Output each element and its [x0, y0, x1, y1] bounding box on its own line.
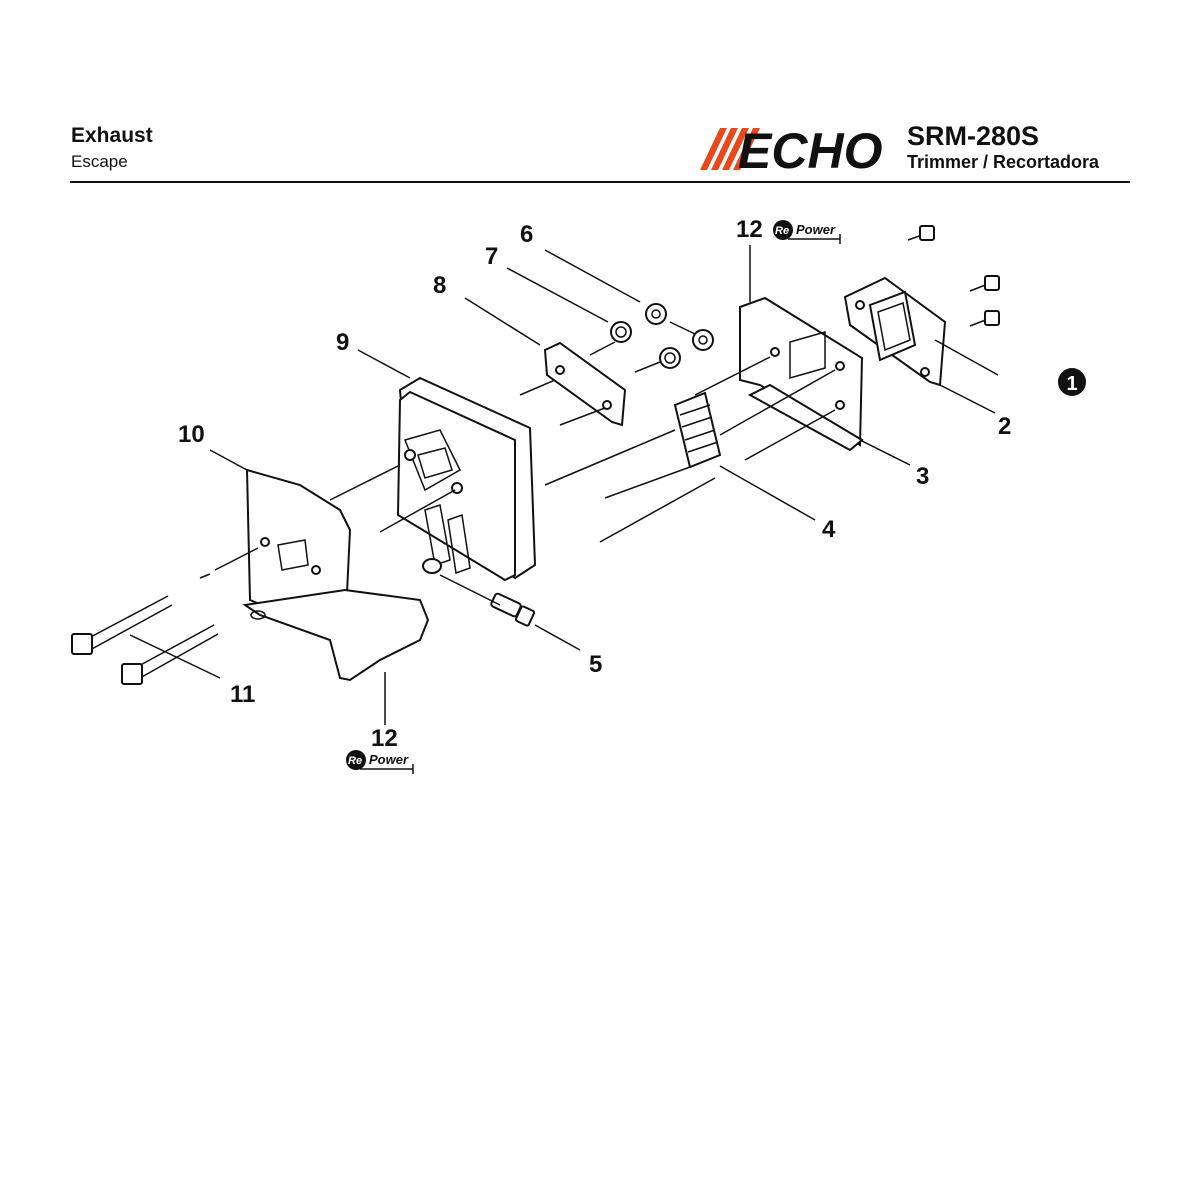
- page-subtitle: Escape: [71, 152, 128, 171]
- echo-logo: ECHO: [700, 123, 883, 179]
- page-title: Exhaust: [71, 124, 153, 147]
- callout-7: 7: [485, 243, 498, 270]
- flange-bolts: [907, 225, 1000, 327]
- callout-9: 9: [336, 329, 349, 356]
- callout-11: 11: [230, 681, 255, 708]
- part-9-muffler: [396, 376, 537, 582]
- callout-12-bottom: 12: [371, 725, 398, 752]
- part-11-long-bolts: [71, 595, 219, 685]
- callout-5: 5: [589, 651, 602, 678]
- part-7-washers: [610, 321, 681, 369]
- part-10-heat-shield: [242, 468, 430, 682]
- callout-3: 3: [916, 463, 929, 490]
- model-number: SRM-280S: [907, 121, 1040, 151]
- callout-1: 1: [1066, 373, 1077, 395]
- part-6-nuts: [645, 303, 714, 351]
- part-8-plate: [543, 341, 627, 427]
- callout-10: 10: [178, 421, 205, 448]
- repower-badge-top: Re Power: [773, 220, 841, 244]
- callout-12-top: 12: [736, 216, 763, 243]
- part-3-bracket: [739, 296, 864, 452]
- callout-2: 2: [998, 413, 1011, 440]
- leader-lines: [129, 245, 999, 725]
- callout-8: 8: [433, 272, 446, 299]
- callout-6: 6: [520, 221, 533, 248]
- repower-power-bottom: Power: [369, 752, 409, 767]
- logo-wordmark: ECHO: [738, 123, 883, 179]
- logo-stripes: [700, 128, 760, 170]
- part-2-flange: [843, 276, 947, 387]
- callout-1-badge: 1: [1058, 368, 1086, 396]
- part-5-bolt: [490, 592, 536, 627]
- part-4-screen: [673, 391, 722, 469]
- repower-power-top: Power: [796, 222, 836, 237]
- model-subtitle: Trimmer / Recortadora: [907, 152, 1100, 172]
- repower-re-bottom: Re: [348, 755, 362, 767]
- callout-4: 4: [822, 516, 836, 543]
- header-rule: [70, 181, 1130, 183]
- repower-badge-bottom: Re Power: [346, 750, 414, 774]
- repower-re-top: Re: [775, 225, 789, 237]
